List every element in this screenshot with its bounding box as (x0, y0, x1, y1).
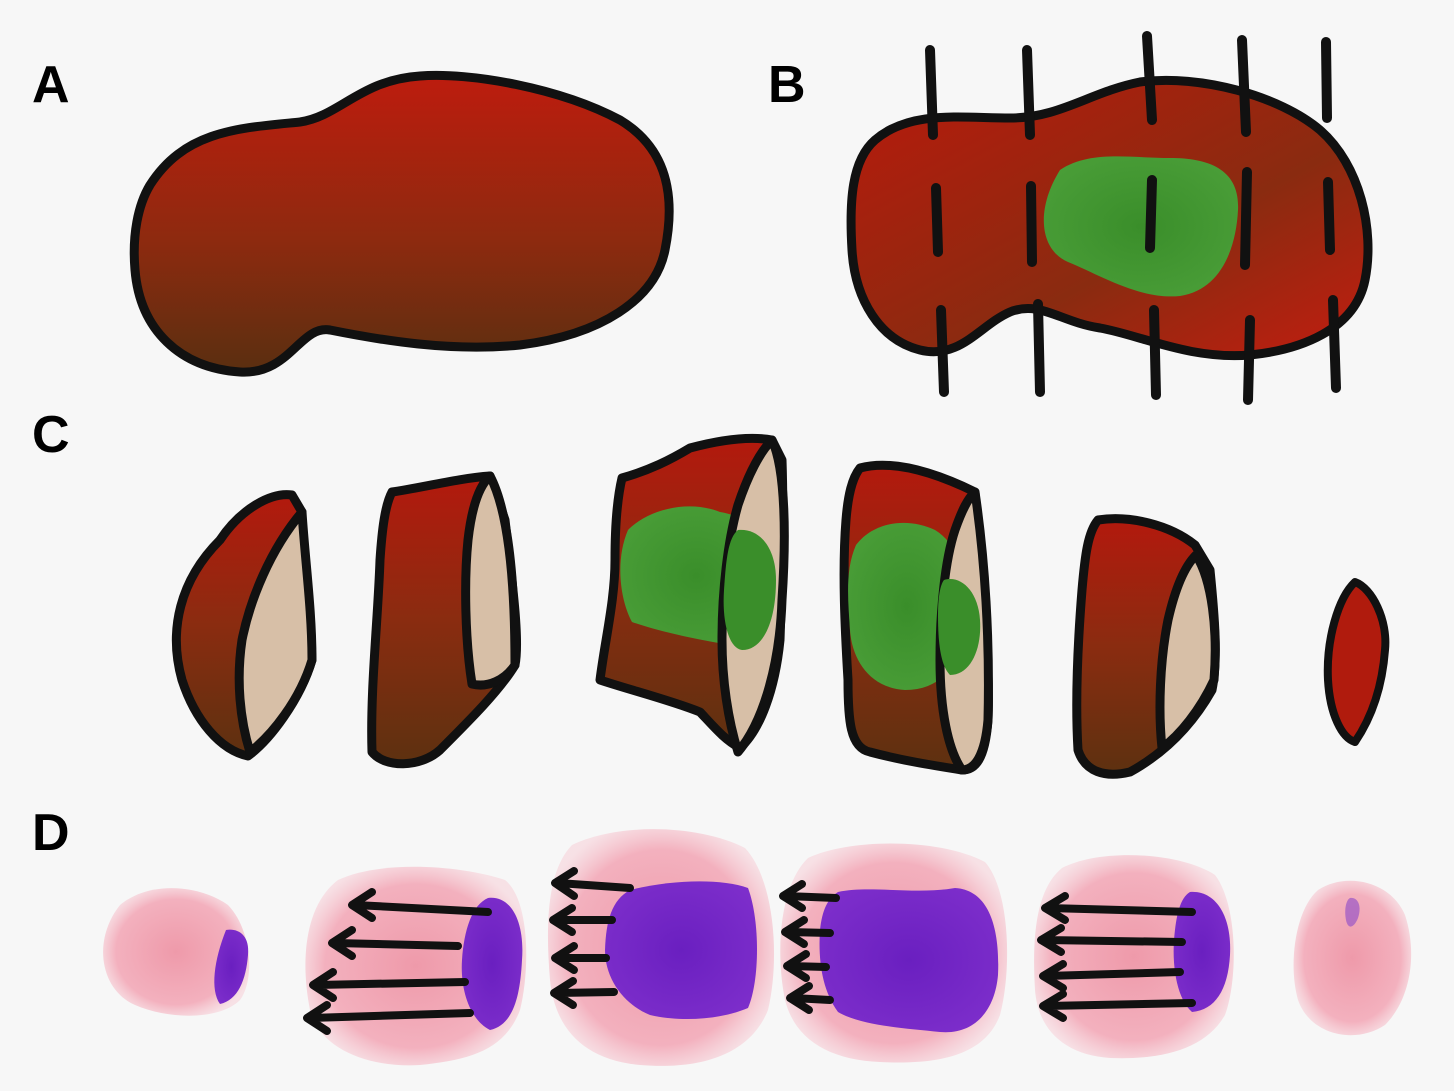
cut-line-3 (1150, 180, 1152, 248)
stained-section-1 (103, 888, 249, 1016)
stained-section-4 (780, 843, 1007, 1062)
cut-line-5 (1333, 300, 1336, 388)
cut-line-2 (1031, 186, 1032, 262)
cut-line-3 (1154, 310, 1156, 395)
tissue-slab-6 (1328, 582, 1386, 742)
whole-specimen-a (134, 75, 669, 372)
cut-line-5 (1326, 42, 1327, 118)
stained-section-5 (1034, 855, 1234, 1058)
tissue-slab-1 (176, 495, 312, 756)
panel-b-label: B (768, 56, 806, 114)
tumor-stain (605, 881, 757, 1019)
tissue-slab-5 (1077, 519, 1216, 774)
panel-a: A (32, 56, 669, 372)
tissue-slab-4 (844, 465, 988, 770)
cut-line-3 (1147, 36, 1152, 120)
panel-c: C (32, 406, 1385, 774)
stained-section-2 (305, 867, 526, 1066)
panel-b: B (768, 36, 1368, 400)
panel-a-label: A (32, 56, 70, 114)
panel-d: D (32, 804, 1411, 1066)
cut-line-1 (941, 310, 944, 392)
panel-d-label: D (32, 804, 70, 862)
stained-section-3 (548, 829, 774, 1066)
tumor-stain (820, 888, 999, 1032)
cut-line-4 (1245, 172, 1247, 265)
cut-line-4 (1248, 320, 1250, 400)
cut-line-1 (936, 188, 938, 252)
cut-line-4 (1242, 40, 1246, 132)
panel-c-label: C (32, 406, 70, 464)
tissue-slab-3 (600, 438, 784, 752)
cut-line-2 (1038, 304, 1040, 392)
cut-line-1 (930, 50, 933, 135)
cut-face (466, 476, 515, 685)
cut-line-5 (1328, 182, 1330, 250)
tissue-slab-2 (372, 476, 517, 764)
stained-section-6 (1294, 881, 1412, 1035)
cut-line-2 (1027, 50, 1030, 135)
